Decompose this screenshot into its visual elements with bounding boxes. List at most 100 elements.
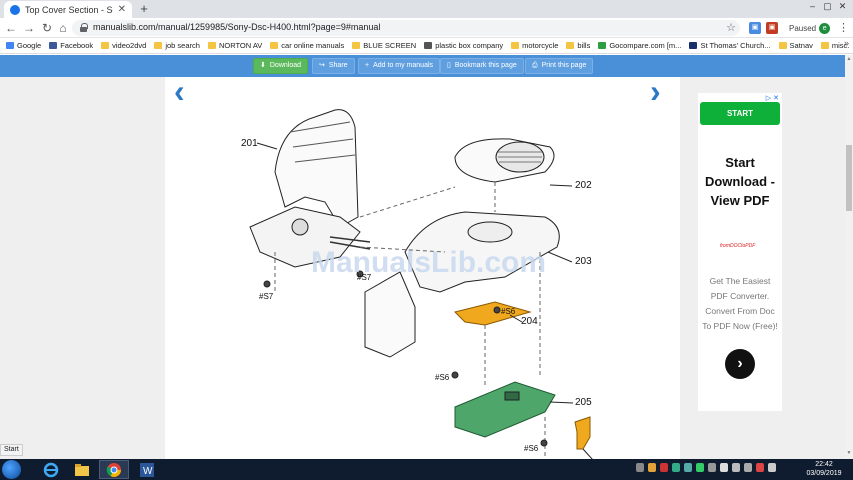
ad-body-line-1: Get The Easiest (709, 276, 771, 286)
download-icon: ⬇ (260, 62, 266, 69)
bookmark-item[interactable]: car online manuals (270, 41, 344, 50)
bookmark-folder-icon (820, 42, 829, 49)
ad-headline-line-2: Download - (704, 174, 776, 189)
word-icon[interactable]: W (132, 460, 162, 479)
more-bookmarks-icon[interactable]: » (843, 38, 849, 48)
bookmark-item[interactable]: job search (154, 41, 200, 50)
minimize-icon[interactable]: – (809, 1, 815, 11)
navigation-bar: ← → ↻ ⌂ manualslib.com/manual/1259985/So… (0, 18, 853, 38)
home-icon[interactable]: ⌂ (59, 21, 67, 35)
add-to-manuals-button[interactable]: + Add to my manuals (358, 58, 441, 74)
bookmark-item[interactable]: misc. (820, 41, 849, 50)
part-205-shape (454, 381, 556, 438)
tray-app-icon-6[interactable] (708, 463, 716, 472)
bookmark-item[interactable]: St Thomas' Church... (689, 41, 771, 50)
download-label: Download (269, 62, 302, 69)
forward-arrow-icon[interactable]: → (23, 21, 35, 35)
close-window-icon[interactable]: ✕ (838, 1, 847, 11)
bookmark-folder-icon (511, 42, 520, 49)
browser-tab[interactable]: Top Cover Section - Sony DSC-H ✕ (4, 1, 132, 18)
ad-body-line-2: PDF Converter. (710, 291, 770, 301)
bookmark-item[interactable]: Gocompare.com [m... (598, 41, 681, 50)
bookmark-item[interactable]: video2dvd (101, 41, 146, 50)
screw-label-s7-left: #S7 (259, 292, 274, 301)
tab-title: Top Cover Section - Sony DSC-H (25, 4, 113, 15)
url-text[interactable]: manualslib.com/manual/1259985/Sony-Dsc-H… (93, 22, 381, 32)
tray-volume-icon[interactable] (744, 463, 752, 472)
scroll-up-icon[interactable]: ▲ (846, 56, 852, 62)
print-page-button[interactable]: ⎙ Print this page (525, 58, 594, 74)
bookmark-folder-icon (49, 42, 58, 49)
tray-settings-icon[interactable] (732, 463, 740, 472)
back-arrow-icon[interactable]: ← (5, 21, 17, 35)
extension-icon-2[interactable]: ▣ (766, 22, 778, 34)
add-label: Add to my manuals (373, 62, 434, 69)
tray-shield-icon[interactable] (636, 463, 644, 472)
lock-icon (80, 23, 88, 32)
bookmark-item[interactable]: Google (6, 41, 41, 50)
bookmark-label: car online manuals (281, 41, 345, 50)
bookmark-item[interactable]: bills (566, 41, 590, 50)
next-page-arrow-icon[interactable]: › (650, 73, 661, 109)
browser-menu-icon[interactable]: ⋮ (838, 22, 849, 34)
clock-time: 22:42 (815, 461, 833, 468)
bookmark-label: motorcycle (522, 41, 559, 50)
address-bar[interactable]: manualslib.com/manual/1259985/Sony-Dsc-H… (72, 20, 740, 36)
tray-network-icon[interactable] (720, 463, 728, 472)
ad-choices-icon[interactable]: ▷ ✕ (765, 95, 779, 102)
chrome-icon[interactable] (99, 460, 129, 479)
bookmark-folder-icon (778, 42, 787, 49)
page-scrollbar[interactable]: ▲ ▼ (845, 55, 853, 459)
label-205: 205 (575, 397, 592, 408)
profile-button[interactable]: Paused e (789, 21, 831, 35)
bookmark-item[interactable]: plastic box company (424, 41, 503, 50)
bookmark-folder-icon (101, 42, 110, 49)
bookmark-item[interactable]: NORTON AV (207, 41, 263, 50)
start-button[interactable] (2, 460, 21, 479)
bookmark-item[interactable]: Satnav (778, 41, 813, 50)
bookmark-page-button[interactable]: ▯ Bookmark this page (440, 58, 524, 74)
bookmark-folder-icon (566, 42, 575, 49)
previous-page-arrow-icon[interactable]: ‹ (174, 73, 185, 109)
bookmark-item[interactable]: BLUE SCREEN (352, 41, 416, 50)
windows-taskbar: W 22:42 03/09/2019 (0, 459, 853, 480)
bookmark-folder-icon (424, 42, 433, 49)
bookmark-item[interactable]: motorcycle (511, 41, 558, 50)
tray-alert-icon[interactable] (756, 463, 764, 472)
bookmarks-bar: Google Facebook video2dvd job search NORTON … (0, 38, 853, 54)
maximize-icon[interactable]: ▢ (823, 1, 832, 11)
print-icon: ⎙ (532, 62, 538, 69)
tray-speaker-icon[interactable] (768, 463, 776, 472)
scrollbar-thumb[interactable] (846, 145, 852, 211)
tray-app-icon-2[interactable] (660, 463, 668, 472)
ad-start-button[interactable]: START (700, 102, 780, 125)
close-tab-icon[interactable]: ✕ (117, 4, 126, 15)
reload-icon[interactable]: ↻ (41, 21, 53, 35)
bookmark-folder-icon (598, 42, 607, 49)
bookmark-item[interactable]: Facebook (49, 41, 93, 50)
new-tab-button[interactable]: + (140, 1, 148, 16)
ad-body-line-4: To PDF Now (Free)! (702, 321, 778, 331)
extension-icon[interactable]: ▣ (749, 22, 761, 34)
bookmark-label: BLUE SCREEN (363, 41, 417, 50)
bookmark-star-icon[interactable]: ☆ (726, 22, 736, 34)
taskbar-clock[interactable]: 22:42 03/09/2019 (806, 460, 842, 478)
download-button[interactable]: ⬇ Download (253, 58, 309, 74)
advertisement: ▷ ✕ START Start Download - View PDF from… (698, 93, 782, 411)
screw-label-s7-center: #S7 (357, 273, 372, 282)
file-explorer-icon[interactable] (67, 460, 97, 479)
label-201: 201 (241, 138, 258, 149)
tray-app-icon-4[interactable] (684, 463, 692, 472)
ad-headline[interactable]: Start Download - View PDF (698, 153, 782, 210)
share-button[interactable]: ↪ Share (312, 58, 355, 74)
tray-app-icon[interactable] (648, 463, 656, 472)
bookmark-label: NORTON AV (218, 41, 263, 50)
bookmark-folder-icon (270, 42, 279, 49)
tray-app-icon-3[interactable] (672, 463, 680, 472)
bookmark-folder-icon (352, 42, 361, 49)
ad-go-arrow-icon[interactable]: › (725, 349, 755, 379)
tray-app-icon-5[interactable] (696, 463, 704, 472)
scroll-down-icon[interactable]: ▼ (846, 450, 852, 456)
internet-explorer-icon[interactable] (36, 460, 66, 479)
